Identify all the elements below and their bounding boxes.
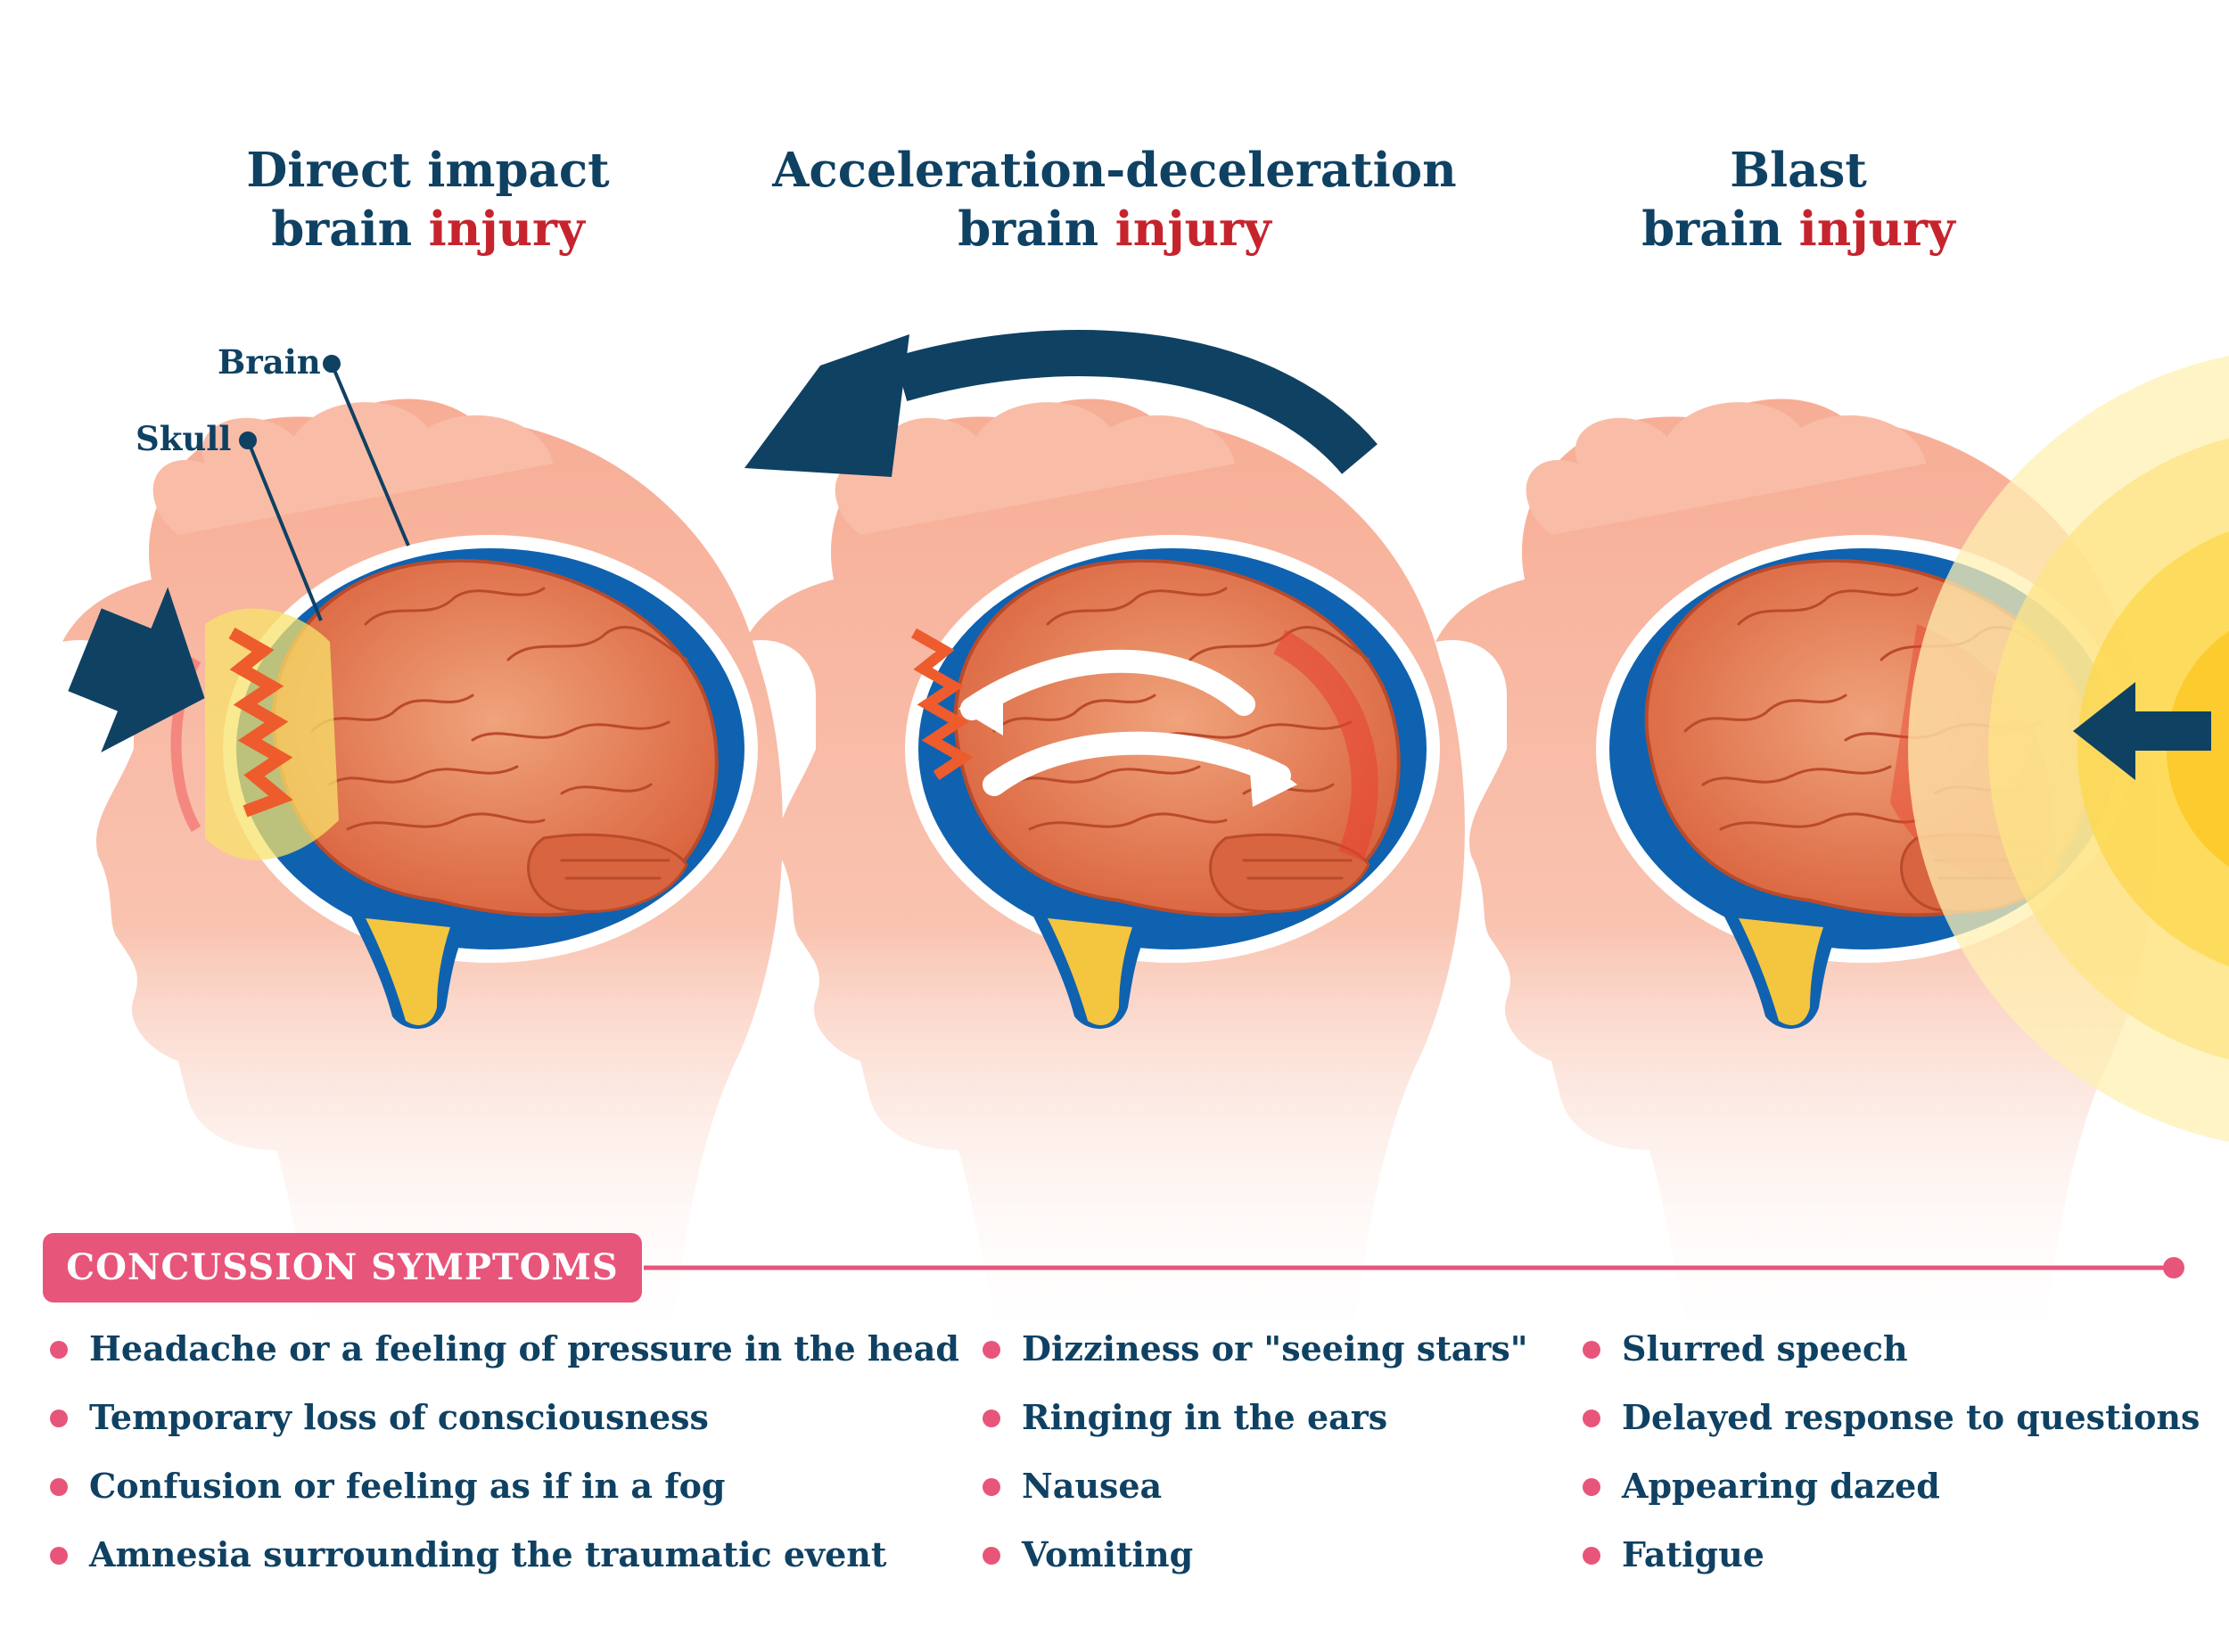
symptoms-column-3: Slurred speech Delayed response to quest… [1583, 1327, 2200, 1601]
title-direct-impact: Direct impact brain injury [27, 141, 829, 259]
title-line2: brain injury [271, 201, 585, 257]
head-acceleration [743, 397, 1467, 1357]
rotation-arrow-icon [744, 330, 1378, 477]
impact-arrow-icon [68, 587, 205, 752]
title-line2: brain injury [958, 201, 1271, 257]
symptom-item: Fatigue [1583, 1533, 2200, 1601]
brain-label: Brain [218, 342, 321, 382]
symptom-item: Amnesia surrounding the traumatic event [50, 1533, 959, 1601]
symptom-item: Dizziness or "seeing stars" [983, 1327, 1528, 1395]
title-line1: Acceleration-deceleration [772, 143, 1457, 198]
title-line1: Blast [1730, 143, 1867, 198]
symptom-item: Temporary loss of consciousness [50, 1395, 959, 1464]
symptoms-column-2: Dizziness or "seeing stars" Ringing in t… [983, 1327, 1528, 1601]
title-blast: Blast brain injury [1397, 141, 2200, 259]
blast-arrow-icon [2073, 682, 2211, 780]
symptoms-column-1: Headache or a feeling of pressure in the… [50, 1327, 959, 1601]
symptom-item: Ringing in the ears [983, 1395, 1528, 1464]
head-direct-impact [61, 397, 785, 1357]
symptom-item: Slurred speech [1583, 1327, 2200, 1395]
skull-label: Skull [136, 419, 232, 458]
label-leaders [239, 355, 410, 621]
title-line2: brain injury [1641, 201, 1955, 257]
symptom-item: Delayed response to questions [1583, 1395, 2200, 1464]
title-line1: Direct impact [246, 143, 610, 198]
title-acceleration: Acceleration-deceleration brain injury [713, 141, 1516, 259]
symptom-item: Confusion or feeling as if in a fog [50, 1464, 959, 1533]
symptom-item: Appearing dazed [1583, 1464, 2200, 1533]
divider-end-dot [2163, 1257, 2184, 1278]
symptom-item: Nausea [983, 1464, 1528, 1533]
symptom-item: Vomiting [983, 1533, 1528, 1601]
symptoms-heading: CONCUSSION SYMPTOMS [43, 1233, 642, 1303]
sloshing-arrows-icon [958, 649, 1297, 807]
symptom-item: Headache or a feeling of pressure in the… [50, 1327, 959, 1395]
